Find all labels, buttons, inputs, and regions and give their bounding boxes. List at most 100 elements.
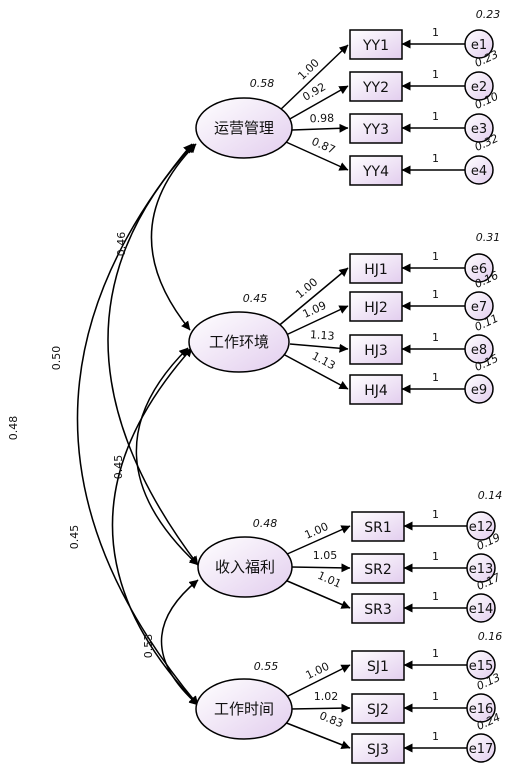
- error-label: e6: [471, 262, 487, 277]
- error-path-value: 1: [432, 508, 439, 521]
- error-label: e4: [471, 164, 487, 179]
- indicator-label: HJ1: [364, 262, 388, 278]
- loading-value-hj4: 1.13: [310, 349, 338, 372]
- latent-variable-sr: 收入福利 0.48: [197, 517, 293, 598]
- loading-paths: [275, 44, 351, 750]
- indicator-label: YY3: [362, 122, 389, 138]
- error-path-value: 1: [432, 331, 439, 344]
- error-variance: 0.23: [476, 8, 501, 21]
- indicator-label: SR3: [364, 602, 392, 618]
- loading-path-sr3: [284, 579, 351, 609]
- error-path-value: 1: [432, 152, 439, 165]
- latent-variable-hj: 工作环境 0.45: [188, 292, 290, 373]
- loading-path-yy2: [287, 85, 349, 121]
- loading-path-yy1: [277, 44, 349, 113]
- latent-variance: 0.48: [253, 517, 278, 530]
- loading-value-sr3: 1.01: [316, 569, 344, 591]
- indicator-label: HJ4: [364, 383, 388, 399]
- covariance-arc-hj-sj: [111, 347, 199, 706]
- error-path-fixed-labels: 1 1 1 1 1 1 1 1 1 1 1 1 1 1: [432, 26, 439, 743]
- error-path-value: 1: [432, 110, 439, 123]
- latent-variance: 0.58: [250, 77, 275, 90]
- indicator-sr2: SR2: [351, 553, 405, 584]
- covariance-labels: 0.46 0.50 0.48 0.45 0.45 0.53: [7, 232, 155, 659]
- indicator-label: YY1: [362, 38, 389, 54]
- error-path-value: 1: [432, 68, 439, 81]
- error-path-value: 1: [432, 730, 439, 743]
- indicator-label: YY4: [362, 164, 389, 180]
- loading-value-sj2: 1.02: [314, 690, 339, 703]
- indicator-hj3: HJ3: [349, 334, 403, 365]
- indicator-label: SR1: [364, 520, 392, 536]
- loading-value-sj3: 0.83: [318, 709, 346, 730]
- covariance-arcs: [76, 143, 199, 706]
- loading-path-hj3: [289, 343, 349, 353]
- error-path-value: 1: [432, 371, 439, 384]
- error-path-value: 1: [432, 250, 439, 263]
- error-path-value: 1: [432, 590, 439, 603]
- error-term-e15: e15 0.16: [466, 630, 502, 680]
- loading-path-hj2: [285, 305, 349, 336]
- latent-label: 运营管理: [214, 119, 274, 137]
- loading-value-sr2: 1.05: [313, 549, 338, 562]
- latent-variable-yy: 运营管理 0.58: [195, 77, 293, 159]
- indicator-hj4: HJ4: [349, 374, 403, 405]
- error-label: e7: [471, 300, 487, 315]
- loading-path-yy3: [291, 123, 349, 133]
- covariance-arc-yy-sr: [107, 143, 199, 566]
- error-label: e1: [471, 38, 487, 53]
- loading-path-sj1: [283, 664, 351, 699]
- indicator-label: SJ1: [367, 659, 389, 675]
- covariance-value-yy-sj: 0.48: [7, 416, 20, 441]
- indicator-label: SJ3: [367, 742, 389, 758]
- loading-value-sj1: 1.00: [304, 660, 332, 682]
- error-label: e9: [471, 383, 487, 398]
- loading-value-yy1: 1.00: [295, 56, 322, 82]
- error-label: e16: [469, 702, 494, 717]
- loading-path-yy4: [285, 141, 349, 171]
- error-label: e17: [469, 742, 494, 757]
- error-variance: 0.31: [476, 231, 501, 244]
- indicator-label: SJ2: [367, 702, 389, 718]
- indicator-label: SR2: [364, 562, 392, 578]
- error-term-e1: e1 0.23: [464, 8, 501, 59]
- latent-variance: 0.55: [254, 660, 279, 673]
- loading-value-sr1: 1.00: [303, 520, 331, 542]
- latent-label: 工作环境: [209, 333, 269, 351]
- covariance-value-yy-sr: 0.50: [50, 346, 63, 371]
- indicator-hj2: HJ2: [349, 291, 403, 322]
- covariance-value-hj-sj: 0.45: [68, 525, 81, 550]
- indicator-yy1: YY1: [349, 29, 403, 60]
- error-label: e13: [469, 562, 494, 577]
- indicator-yy2: YY2: [349, 71, 403, 102]
- latent-variance: 0.45: [243, 292, 268, 305]
- error-term-e2: e2 0.23: [464, 48, 500, 101]
- error-terms: e1 0.23 e2 0.23 e3 0.10 e4 0.32 e6 0.31 …: [464, 8, 503, 763]
- indicator-sr1: SR1: [351, 511, 405, 542]
- error-variance: 0.14: [478, 489, 503, 502]
- error-path-value: 1: [432, 26, 439, 39]
- indicator-sr3: SR3: [351, 593, 405, 624]
- loading-value-yy4: 0.87: [310, 135, 338, 157]
- covariance-value-hj-sr: 0.45: [112, 455, 125, 480]
- loading-path-sj3: [283, 721, 351, 750]
- error-path-value: 1: [432, 550, 439, 563]
- indicator-sj1: SJ1: [351, 650, 405, 681]
- error-path-value: 1: [432, 690, 439, 703]
- error-term-e6: e6 0.31: [464, 231, 501, 283]
- error-path-value: 1: [432, 647, 439, 660]
- covariance-arc-hj-sr: [135, 347, 199, 566]
- error-path-value: 1: [432, 288, 439, 301]
- indicator-yy4: YY4: [349, 155, 403, 186]
- indicator-sj2: SJ2: [351, 693, 405, 724]
- error-label: e12: [469, 520, 494, 535]
- loading-path-sj2: [289, 703, 351, 713]
- indicator-label: YY2: [362, 80, 389, 96]
- loading-path-hj4: [282, 353, 349, 390]
- loading-path-hj1: [275, 267, 349, 329]
- latent-label: 工作时间: [214, 700, 274, 718]
- error-label: e8: [471, 343, 487, 358]
- indicator-yy3: YY3: [349, 113, 403, 144]
- error-paths: [401, 39, 467, 753]
- covariance-arc-yy-sj: [76, 143, 199, 706]
